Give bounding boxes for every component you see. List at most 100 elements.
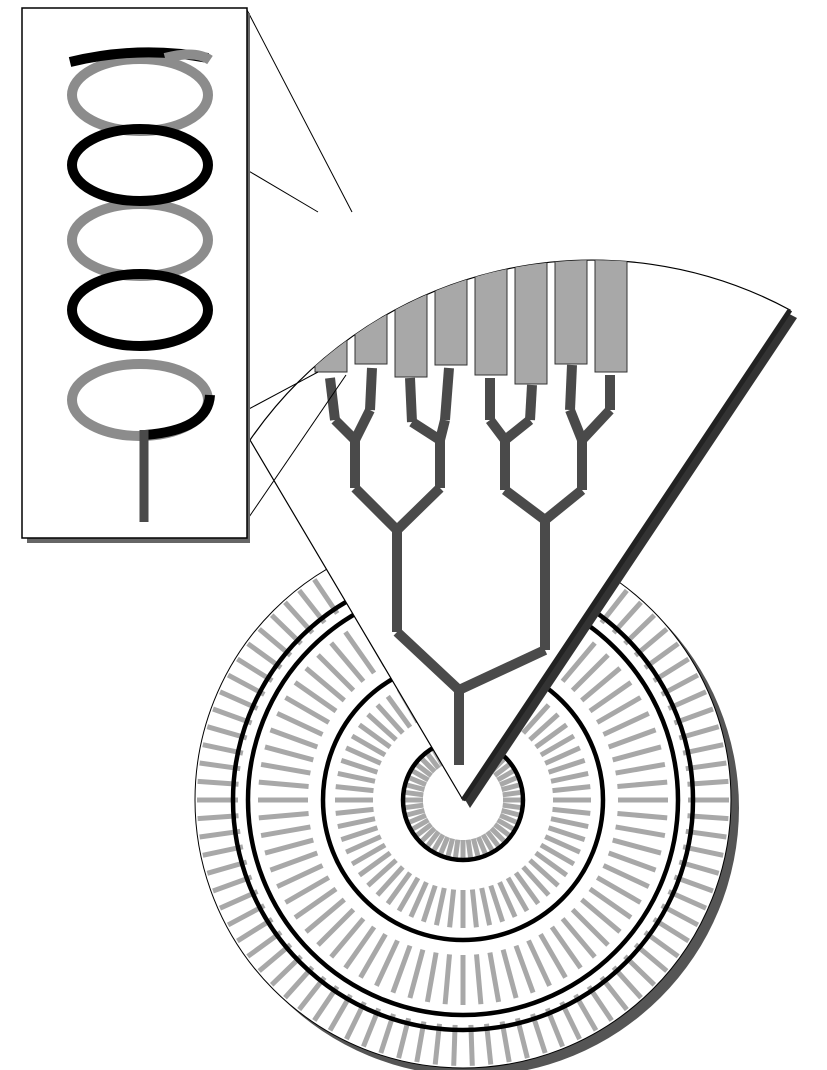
- spoke: [499, 774, 520, 788]
- spoke: [350, 842, 387, 867]
- spoke: [304, 897, 346, 934]
- spoke: [480, 833, 496, 854]
- spoke: [433, 887, 447, 926]
- spoke: [602, 863, 650, 889]
- leaf-bar-1: [314, 260, 348, 373]
- tree-branch: [541, 486, 586, 524]
- spoke: [424, 830, 441, 850]
- spoke: [260, 761, 311, 776]
- spoke: [538, 932, 568, 979]
- spoke: [264, 837, 314, 856]
- spoke: [580, 897, 622, 934]
- tree-branch: [350, 407, 375, 443]
- spoke: [560, 917, 597, 959]
- spoke: [424, 952, 439, 1003]
- spoke: [418, 826, 437, 845]
- spoke: [539, 842, 576, 867]
- spoke: [445, 837, 456, 859]
- spoke: [615, 824, 666, 839]
- spoke: [345, 745, 382, 766]
- spoke: [528, 858, 560, 888]
- tree-branch: [393, 484, 444, 534]
- connector-line: [246, 9, 353, 213]
- spoke: [500, 807, 522, 818]
- spoke: [407, 949, 426, 999]
- spoke: [617, 811, 668, 821]
- spoke: [570, 653, 610, 693]
- spoke: [418, 755, 437, 774]
- spoke: [497, 881, 518, 918]
- spoke: [437, 836, 451, 857]
- spoke: [403, 789, 424, 798]
- spoke: [293, 886, 338, 920]
- spoke: [293, 680, 338, 714]
- sector-edge: [460, 308, 793, 802]
- spoke: [409, 767, 430, 783]
- spoke: [269, 727, 319, 750]
- spoke: [343, 630, 377, 675]
- spoke: [329, 917, 366, 959]
- spoke: [513, 871, 541, 906]
- tree-branch: [525, 384, 537, 421]
- spoke: [335, 784, 374, 794]
- spoke: [544, 834, 581, 855]
- leaf-bar-4: [434, 260, 468, 366]
- spoke: [316, 653, 356, 693]
- leaf-bar-2: [354, 260, 388, 365]
- spoke: [396, 876, 421, 913]
- spoke: [617, 779, 668, 789]
- spoke: [500, 949, 519, 999]
- spoke: [488, 884, 505, 923]
- helix-bottom-black: [144, 394, 215, 440]
- spoke: [547, 758, 586, 775]
- spoke: [375, 703, 405, 735]
- spoke: [505, 876, 530, 913]
- tree-branch: [440, 367, 454, 421]
- helix-black-loop: [67, 124, 213, 206]
- spoke: [487, 952, 502, 1003]
- helix-top-gray: [163, 49, 213, 65]
- spoke: [340, 825, 379, 842]
- spoke: [588, 886, 633, 920]
- tree-branch: [502, 486, 548, 524]
- spoke: [284, 695, 331, 725]
- spoke: [489, 826, 508, 845]
- spoke: [447, 889, 457, 928]
- spoke: [357, 850, 392, 878]
- spoke: [343, 925, 377, 970]
- spoke: [550, 770, 589, 784]
- spoke: [413, 761, 433, 778]
- spoke: [479, 887, 493, 926]
- spoke: [607, 850, 657, 873]
- spoke: [430, 833, 446, 854]
- spoke: [534, 850, 569, 878]
- spoke: [406, 774, 427, 788]
- spoke: [442, 954, 452, 1005]
- spoke: [550, 816, 589, 830]
- spoke: [521, 703, 551, 735]
- spoke: [570, 907, 610, 947]
- spoke: [534, 722, 569, 750]
- spoke: [385, 694, 413, 729]
- spoke: [452, 839, 461, 860]
- spoke: [612, 744, 662, 763]
- tree-branch: [405, 377, 417, 423]
- spoke: [329, 641, 366, 683]
- spoke: [284, 875, 331, 905]
- spoke: [316, 907, 356, 947]
- spoke: [547, 825, 586, 842]
- spoke: [552, 784, 591, 794]
- spoke: [552, 806, 591, 816]
- connector-line: [246, 169, 319, 213]
- spoke: [335, 806, 374, 816]
- spoke: [404, 807, 426, 818]
- spoke: [475, 836, 489, 857]
- leaf-bar-6: [514, 260, 548, 385]
- spoke: [615, 761, 666, 776]
- tree-branch: [578, 406, 614, 444]
- spoke: [413, 822, 433, 839]
- spoke: [499, 812, 520, 826]
- spoke: [264, 744, 314, 763]
- tree-branch: [501, 416, 534, 444]
